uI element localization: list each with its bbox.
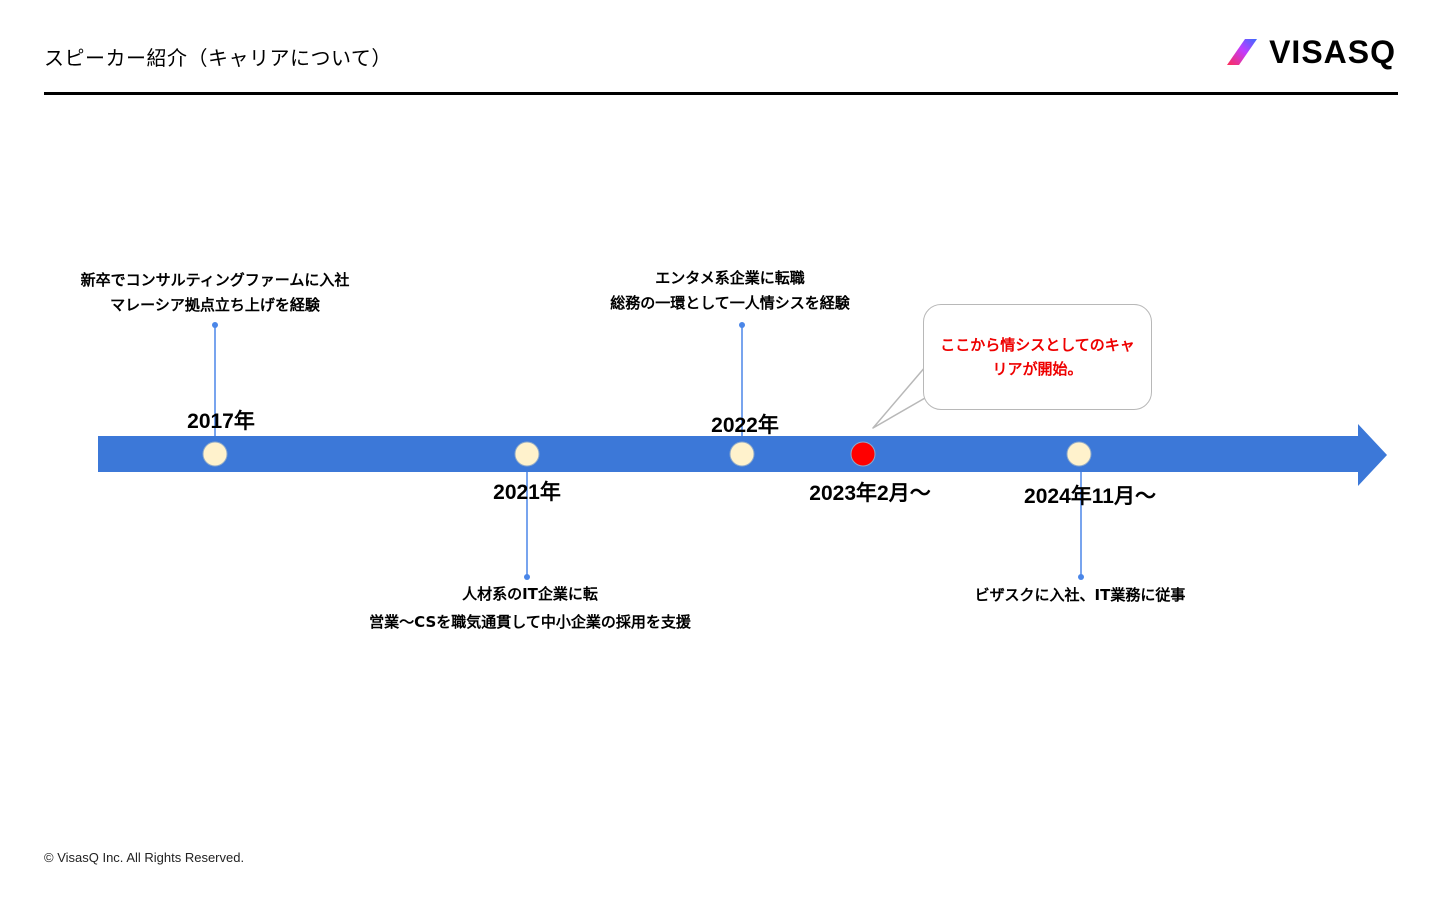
milestone-node-2022 <box>729 441 755 467</box>
connector-dot-2021 <box>524 574 530 580</box>
copyright-footer: © VisasQ Inc. All Rights Reserved. <box>44 850 245 865</box>
milestone-desc-line: エンタメ系企業に転職 <box>655 269 805 287</box>
milestone-desc-2021: 人材系のIT企業に転 営業～CSを職気通貫して中小企業の採用を支援 <box>369 582 691 635</box>
year-label-2023: 2023年2月～ <box>809 482 931 505</box>
logo-text: VISASQ <box>1269 33 1396 70</box>
milestone-desc-2022: エンタメ系企業に転職 総務の一環として一人情シスを経験 <box>610 266 850 316</box>
logo-slash-icon <box>1227 39 1258 65</box>
callout-box: ここから情シスとしてのキャ リアが開始。 <box>923 304 1152 410</box>
milestone-node-2021 <box>514 441 540 467</box>
year-label-2021: 2021年 <box>493 481 561 504</box>
connector-dot-2017 <box>212 322 218 328</box>
milestone-node-2017 <box>202 441 228 467</box>
year-label-2022: 2022年 <box>711 414 779 437</box>
visasq-logo: VISASQ <box>1225 32 1396 72</box>
year-label-2017: 2017年 <box>187 410 255 433</box>
milestone-desc-line: 新卒でコンサルティングファームに入社 <box>80 271 350 289</box>
milestone-desc-line: 営業～CSを職気通貫して中小企業の採用を支援 <box>369 613 691 631</box>
connector-dot-2024 <box>1078 574 1084 580</box>
callout-text: ここから情シスとしてのキャ リアが開始。 <box>940 333 1135 381</box>
milestone-desc-2017: 新卒でコンサルティングファームに入社 マレーシア拠点立ち上げを経験 <box>81 268 350 318</box>
callout-line: ここから情シスとしてのキャ <box>940 336 1135 354</box>
milestone-desc-line: ビザスクに入社、IT業務に従事 <box>974 586 1186 604</box>
milestone-desc-2024: ビザスクに入社、IT業務に従事 <box>975 583 1186 608</box>
milestone-node-2023 <box>850 441 876 467</box>
header-divider <box>44 92 1398 95</box>
year-label-2024: 2024年11月～ <box>1024 485 1156 508</box>
milestone-node-2024 <box>1066 441 1092 467</box>
page-title: スピーカー紹介（キャリアについて） <box>44 46 392 70</box>
callout-line: リアが開始。 <box>992 360 1083 378</box>
milestone-desc-line: マレーシア拠点立ち上げを経験 <box>110 296 320 314</box>
milestone-desc-line: 人材系のIT企業に転 <box>462 585 598 603</box>
milestone-desc-line: 総務の一環として一人情シスを経験 <box>610 294 850 312</box>
connector-dot-2022 <box>739 322 745 328</box>
